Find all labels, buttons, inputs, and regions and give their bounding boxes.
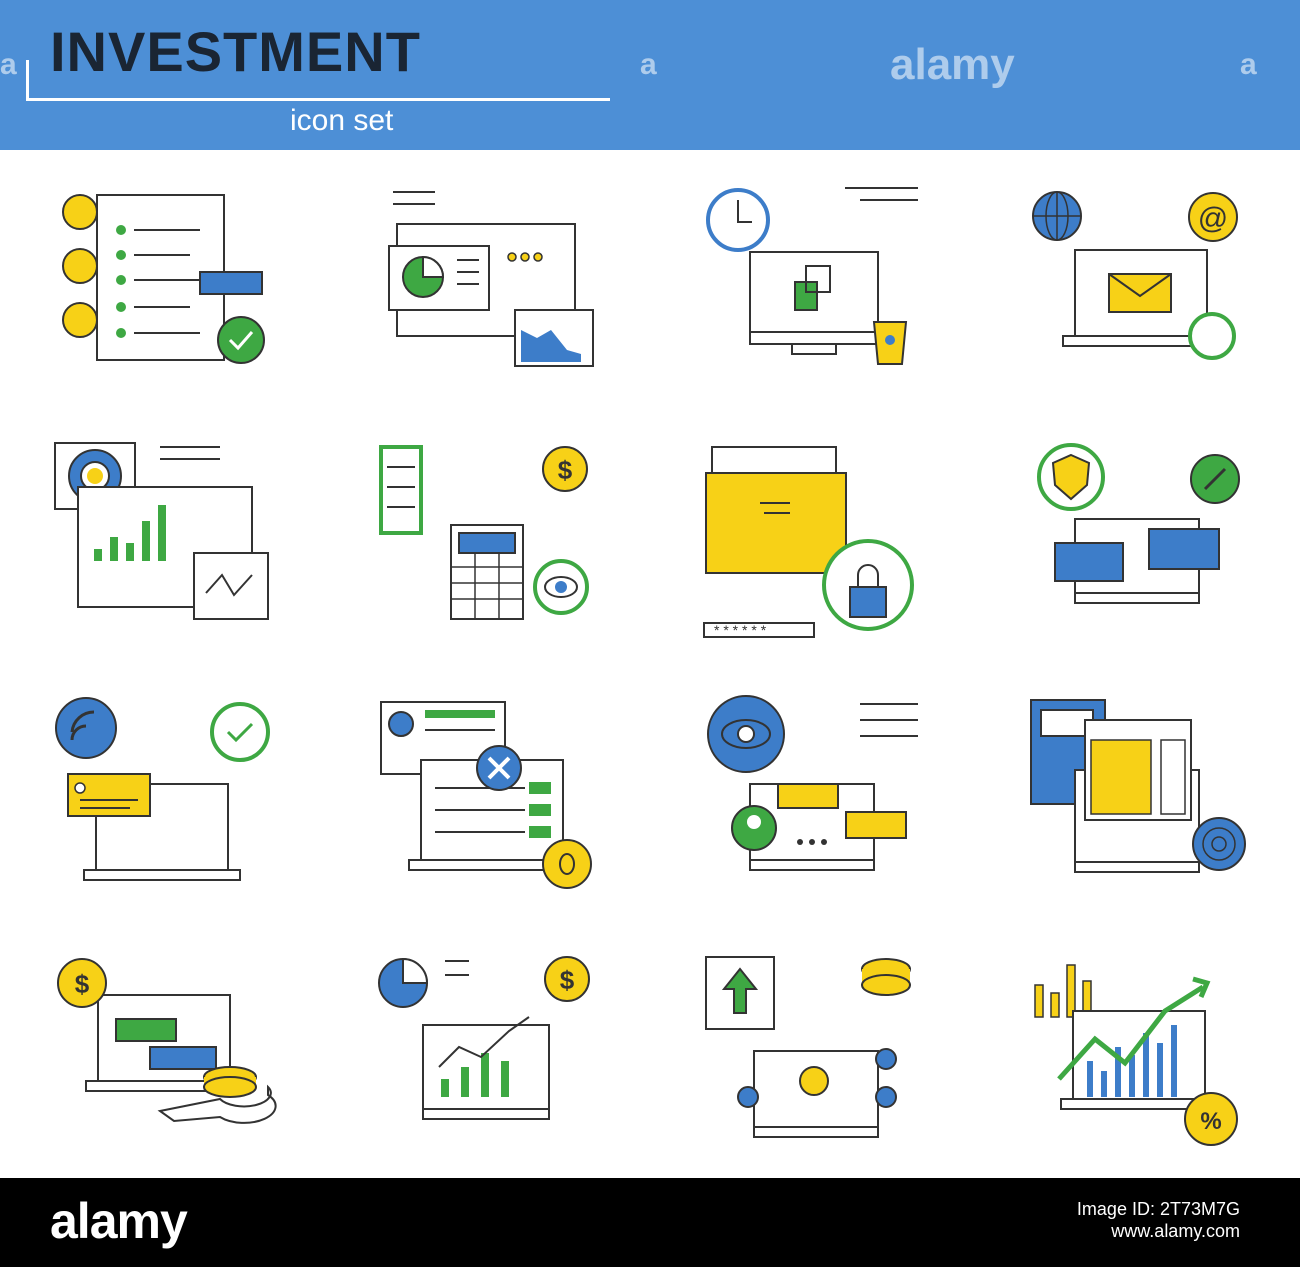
- footer-bar: alamy Image ID: 2T73M7G www.alamy.com: [0, 1178, 1300, 1267]
- title-underline: [26, 98, 610, 101]
- title-bracket-left: [26, 60, 29, 101]
- network-coins-icon: [650, 921, 975, 1178]
- online-payment-icon: $: [0, 921, 325, 1178]
- svg-text:@: @: [1198, 202, 1228, 235]
- wireless-laptop-icon: [0, 664, 325, 921]
- profit-chart-icon: %: [975, 921, 1300, 1178]
- header-banner: INVESTMENT icon set a a alamy a: [0, 0, 1300, 150]
- target-analytics-icon: [0, 407, 325, 664]
- financial-growth-icon: $: [325, 921, 650, 1178]
- watermark-letter: a: [1240, 48, 1257, 81]
- content-design-icon: [975, 664, 1300, 921]
- site-url: www.alamy.com: [1111, 1221, 1240, 1241]
- svg-text:* * * * * *: * * * * * *: [714, 622, 767, 638]
- page-title: INVESTMENT: [50, 20, 421, 83]
- footer-logo: alamy: [50, 1193, 188, 1249]
- svg-text:%: %: [1200, 1108, 1221, 1135]
- security-chat-icon: [975, 407, 1300, 664]
- icon-grid: @: [0, 150, 1300, 1178]
- svg-text:$: $: [560, 965, 575, 995]
- accounting-icon: $: [325, 407, 650, 664]
- work-time-icon: [650, 150, 975, 407]
- image-id-label: Image ID: 2T73M7G: [1076, 1199, 1240, 1219]
- presentation-charts-icon: [325, 150, 650, 407]
- watermark-brand: alamy: [890, 40, 1015, 89]
- watermark-letter: a: [0, 48, 17, 81]
- page-subtitle: icon set: [290, 104, 394, 137]
- svg-text:$: $: [558, 455, 573, 485]
- svg-text:$: $: [75, 969, 90, 999]
- secure-folder-icon: * * * * * *: [650, 407, 975, 664]
- image-id-block: Image ID: 2T73M7G www.alamy.com: [1077, 1198, 1240, 1242]
- error-bug-icon: [325, 664, 650, 921]
- monitoring-chat-icon: [650, 664, 975, 921]
- email-marketing-icon: @: [975, 150, 1300, 407]
- customer-feedback-icon: [0, 150, 325, 407]
- watermark-letter: a: [640, 48, 657, 81]
